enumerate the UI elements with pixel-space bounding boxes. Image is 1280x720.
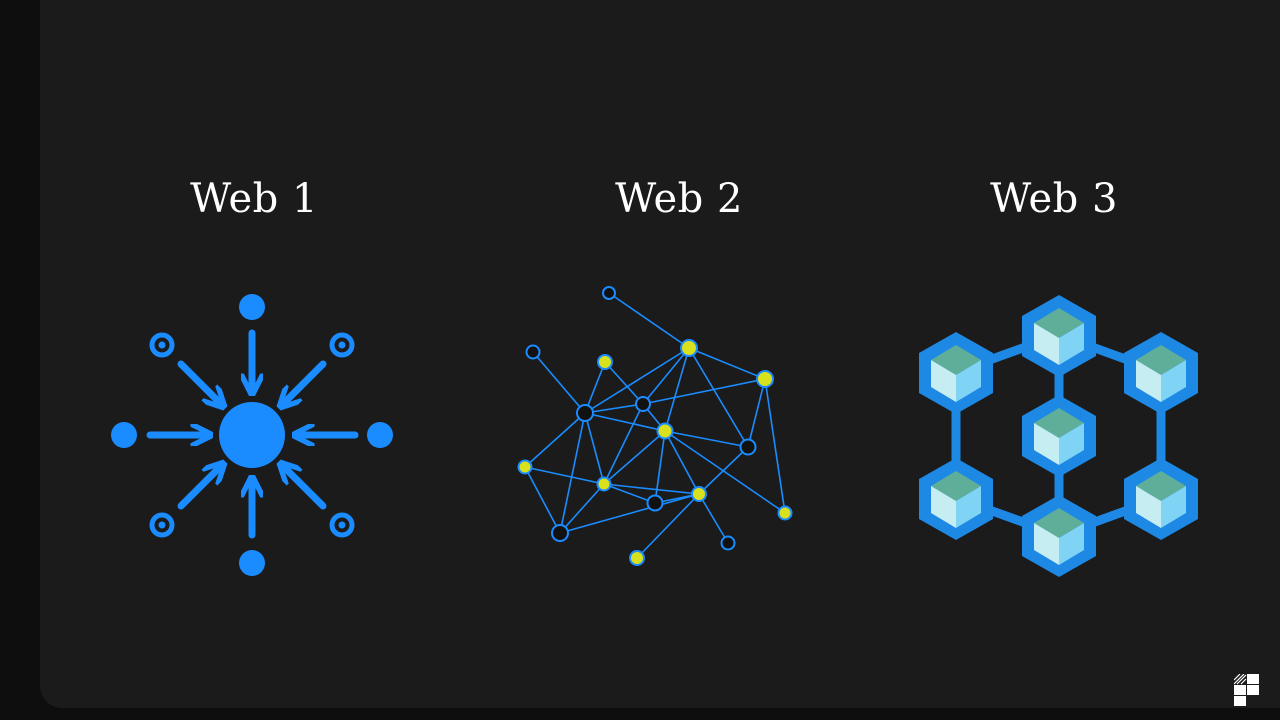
arrow-top-right [285,360,327,402]
cube-upper-right [1124,332,1198,414]
hub-center [219,402,285,468]
cube-upper-left [919,332,993,414]
arrow-bottom-left [177,468,219,510]
title-web3: Web 3 [990,176,1118,222]
hub-arrows [146,329,359,539]
network-yellow-nodes [517,339,793,566]
title-web2: Web 2 [615,176,743,222]
hub-ring-nodes [149,332,355,538]
cube-bottom [1022,495,1096,577]
cube-lower-left [919,458,993,540]
arrow-bottom-right [285,468,327,510]
title-web1: Web 1 [190,176,318,222]
cube-center [1022,395,1096,477]
hub-solid-nodes [111,294,393,576]
cube-top [1022,295,1096,377]
network-dark-nodes [525,286,757,551]
brand-logo-icon [1234,674,1259,706]
cube-lower-right [1124,458,1198,540]
arrow-top-left [177,360,219,402]
network-edges [524,292,786,559]
